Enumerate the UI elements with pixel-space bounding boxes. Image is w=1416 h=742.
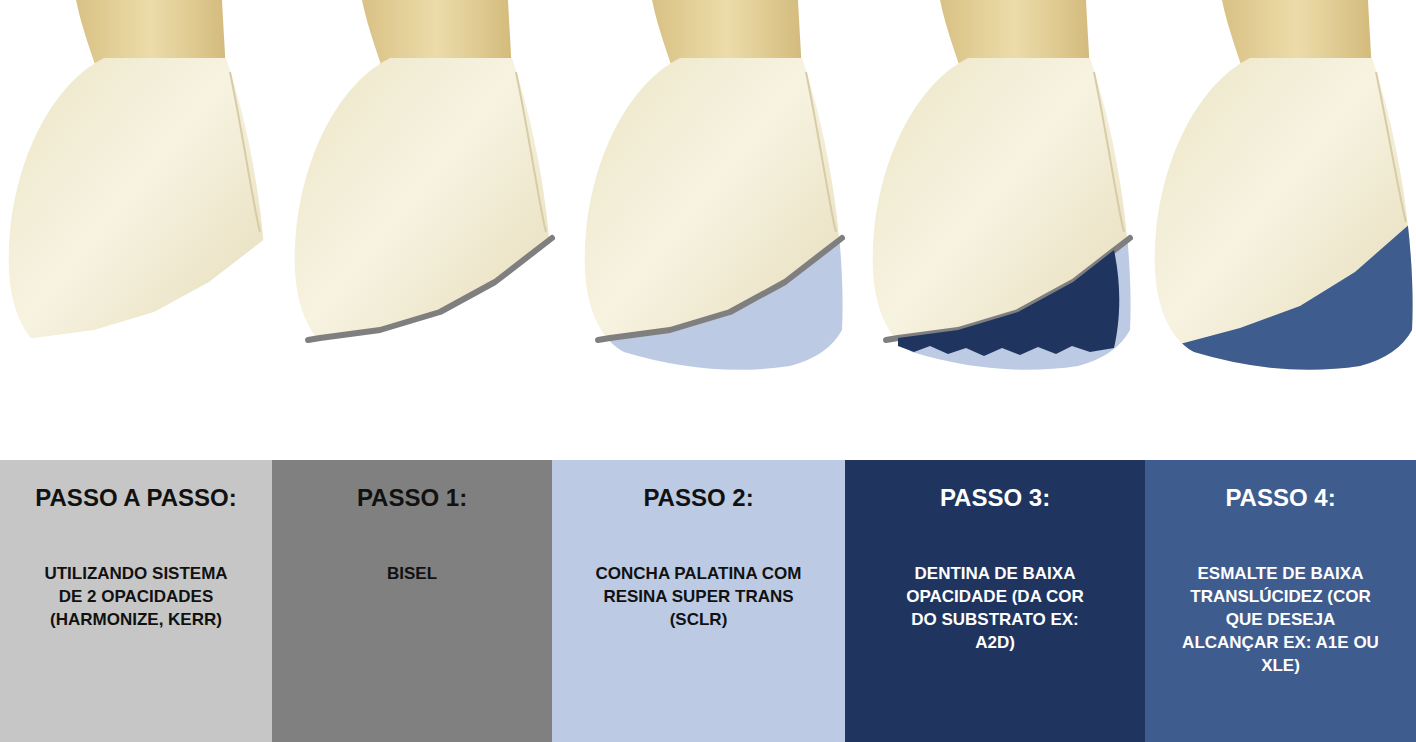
step-description: ESMALTE DE BAIXA TRANSLÚCIDEZ (COR QUE D… xyxy=(1181,562,1381,677)
step-heading: PASSO A PASSO: xyxy=(8,484,264,512)
steps-band: PASSO A PASSO: UTILIZANDO SISTEMA DE 2 OP… xyxy=(0,460,1416,742)
tooth-illustrations xyxy=(0,0,1416,460)
step-cell: PASSO 1: BISEL xyxy=(272,460,552,742)
palatal-shell-tooth xyxy=(585,0,843,370)
step-cell: PASSO A PASSO: UTILIZANDO SISTEMA DE 2 OP… xyxy=(0,460,272,742)
step-description: DENTINA DE BAIXA OPACIDADE (DA COR DO SU… xyxy=(900,562,1090,654)
fractured-tooth xyxy=(9,0,267,370)
enamel-layer-tooth xyxy=(1155,0,1413,370)
step-heading: PASSO 1: xyxy=(280,484,544,512)
step-description: UTILIZANDO SISTEMA DE 2 OPACIDADES (HARM… xyxy=(34,562,239,631)
step-description: BISEL xyxy=(297,562,527,585)
step-cell: PASSO 2: CONCHA PALATINA COM RESINA SUPER… xyxy=(552,460,845,742)
step-heading: PASSO 4: xyxy=(1153,484,1408,512)
step-description: CONCHA PALATINA COM RESINA SUPER TRANS (… xyxy=(591,562,806,631)
step-cell: PASSO 4: ESMALTE DE BAIXA TRANSLÚCIDEZ (C… xyxy=(1145,460,1416,742)
dentin-layer-tooth xyxy=(873,0,1131,370)
beveled-tooth xyxy=(295,0,553,370)
step-heading: PASSO 2: xyxy=(560,484,837,512)
step-cell: PASSO 3: DENTINA DE BAIXA OPACIDADE (DA C… xyxy=(845,460,1145,742)
step-heading: PASSO 3: xyxy=(853,484,1137,512)
